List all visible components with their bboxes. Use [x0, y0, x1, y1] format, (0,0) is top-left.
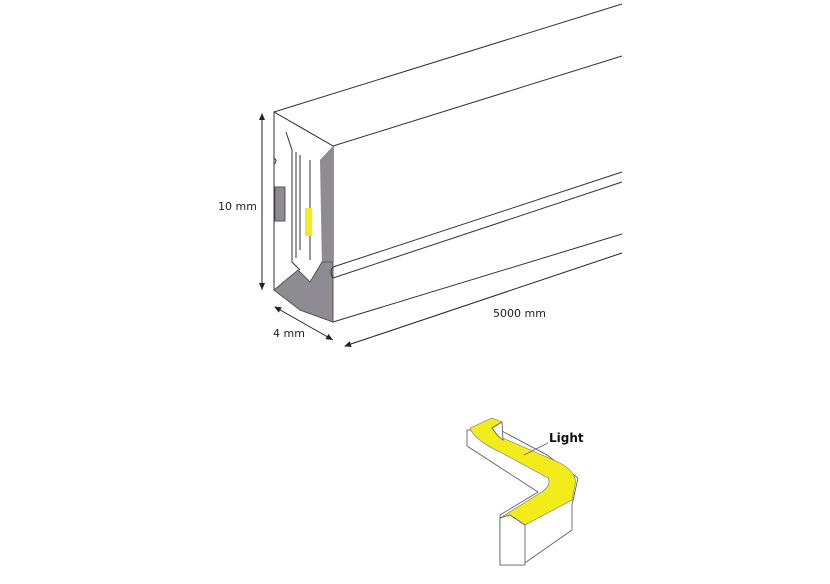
- top-back-edge: [273, 3, 623, 113]
- light-label: Light: [549, 431, 584, 445]
- light-leader-line: [523, 442, 549, 456]
- height-label: 10 mm: [218, 200, 257, 213]
- profile-top-end: [491, 421, 504, 441]
- width-dimension-line: [274, 306, 334, 341]
- length-label: 5000 mm: [493, 307, 546, 320]
- groove-upper: [332, 171, 623, 268]
- groove-notch: [330, 266, 334, 279]
- top-front-edge: [332, 55, 623, 147]
- profile-3d-view: [273, 3, 623, 323]
- width-label: 4 mm: [273, 327, 305, 340]
- length-dimension-line: [344, 252, 623, 347]
- led-chip: [305, 208, 312, 236]
- groove-lower: [332, 181, 623, 279]
- end-face-shade-left: [274, 186, 286, 222]
- light-surface: [469, 417, 576, 526]
- profile-end-block: [499, 514, 526, 566]
- bottom-front-edge: [332, 233, 623, 323]
- channel-line-1: [285, 131, 301, 271]
- light-bend-inset: [466, 417, 579, 566]
- edge-notch: [273, 157, 277, 165]
